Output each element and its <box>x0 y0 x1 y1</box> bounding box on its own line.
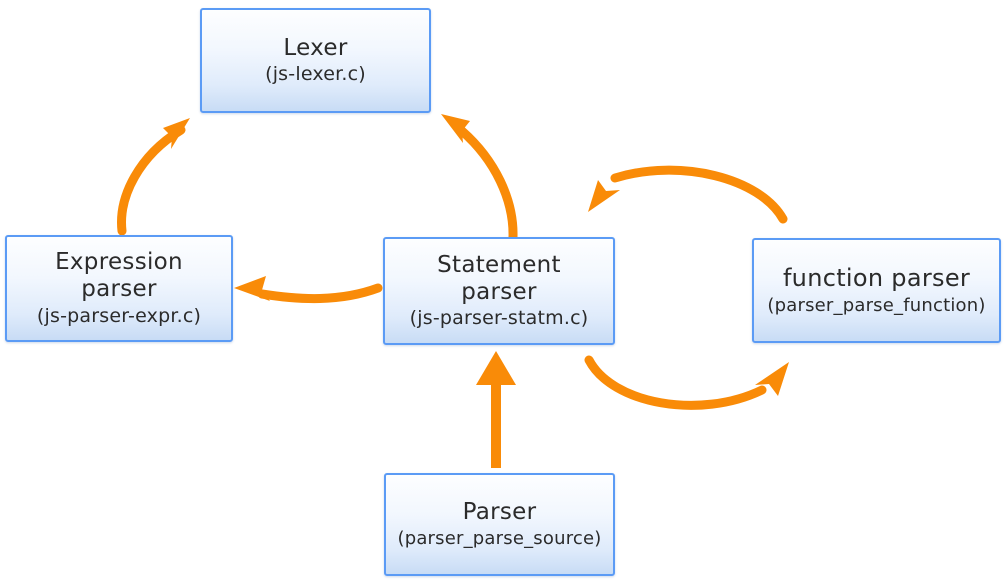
node-parser-title: Parser <box>462 499 537 526</box>
edge-func-to-statm <box>588 165 788 224</box>
edge-statm-to-expr <box>234 276 383 304</box>
node-lexer-title: Lexer <box>283 34 348 61</box>
node-statement-parser-subtitle: (js-parser-statm.c) <box>409 307 589 330</box>
edge-statm-to-lexer <box>441 114 518 242</box>
node-statement-parser[interactable]: Statement parser (js-parser-statm.c) <box>383 237 615 345</box>
node-lexer[interactable]: Lexer (js-lexer.c) <box>200 8 431 113</box>
node-expression-parser-title: Expression parser <box>55 249 183 303</box>
edge-expr-to-lexer <box>117 118 190 236</box>
node-function-parser[interactable]: function parser (parser_parse_function) <box>752 238 1001 343</box>
node-function-parser-title: function parser <box>782 263 971 292</box>
node-parser-subtitle: (parser_parse_source) <box>397 528 602 550</box>
node-expression-parser-subtitle: (js-parser-expr.c) <box>36 304 202 327</box>
node-function-parser-subtitle: (parser_parse_function) <box>767 294 986 316</box>
node-parser[interactable]: Parser (parser_parse_source) <box>384 473 615 576</box>
edge-statm-to-func <box>584 355 789 410</box>
node-expression-parser[interactable]: Expression parser (js-parser-expr.c) <box>5 235 233 342</box>
node-lexer-subtitle: (js-lexer.c) <box>265 63 366 86</box>
node-statement-parser-title: Statement parser <box>437 251 561 305</box>
edge-parser-to-statm <box>476 351 516 468</box>
